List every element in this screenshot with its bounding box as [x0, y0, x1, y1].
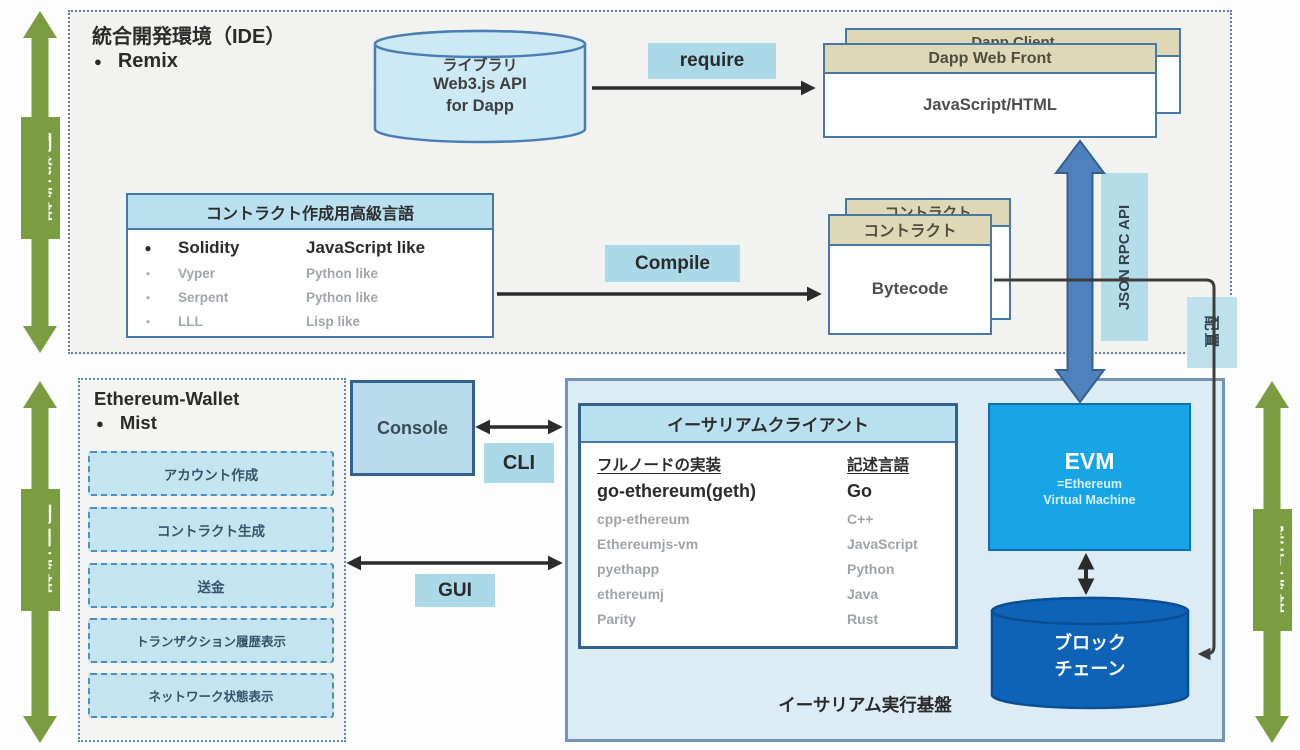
dev-rail-label: 開発基盤 — [21, 117, 60, 239]
bullet-icon: ● — [145, 268, 151, 278]
evm-sub1: =Ethereum — [1057, 476, 1122, 491]
mist-label: Mist — [119, 412, 157, 433]
bytecode-body: Bytecode — [871, 279, 949, 298]
client-row-geth: go-ethereum(geth) Go — [597, 481, 872, 501]
language-row-solidity: ● Solidity JavaScript like — [134, 234, 486, 261]
json-rpc-api-label: JSON RPC API — [1101, 173, 1148, 341]
blockchain-line2: チェーン — [1054, 659, 1126, 679]
wallet-title: Ethereum-Wallet — [94, 388, 240, 409]
languages-title: コントラクト作成用高級言語 — [205, 205, 414, 223]
client-row-py: pyethapp Python — [597, 560, 895, 577]
remix-label: Remix — [117, 50, 178, 72]
dapp-web-front-card: Dapp Web Front JavaScript/HTML — [823, 43, 1157, 138]
client-row-js: Ethereumjs-vm JavaScript — [597, 535, 918, 552]
wallet-button-tx-history: トランザクション履歴表示 — [88, 618, 334, 663]
evm-sub2: Virtual Machine — [1043, 492, 1136, 507]
client-row-cpp: cpp-ethereum C++ — [597, 510, 874, 527]
wallet-button-network-status: ネットワーク状態表示 — [88, 673, 334, 718]
evm-box: EVM =Ethereum Virtual Machine — [988, 403, 1191, 551]
contract-card-stack: コントラクト コントラクト Bytecode — [828, 198, 1013, 340]
client-row-parity: Parity Rust — [597, 610, 879, 627]
cylinder-line1: ライブラリ — [442, 57, 518, 74]
cli-label: CLI — [484, 443, 554, 483]
bullet-icon: ● — [145, 316, 151, 326]
ethereum-client-panel: イーサリアムクライアント フルノードの実装 記述言語 go-ethereum(g… — [578, 403, 958, 649]
mist-bullet-item: ● Mist — [96, 412, 157, 434]
wallet-button-send: 送金 — [88, 563, 334, 608]
language-row-vyper: ● Vyper Python like — [134, 261, 486, 285]
ide-title: 統合開発環境（IDE） — [92, 26, 286, 48]
javascript-html-body: JavaScript/HTML — [923, 95, 1057, 114]
contract-card-front: コントラクト Bytecode — [828, 214, 992, 335]
cylinder-line3: for Dapp — [446, 97, 514, 115]
client-row-java: ethereumj Java — [597, 585, 879, 602]
compile-label: Compile — [605, 245, 740, 282]
bullet-icon: ● — [94, 54, 102, 69]
dapp-web-front-title: Dapp Web Front — [928, 49, 1052, 67]
cylinder-line2: Web3.js API — [433, 75, 527, 93]
wallet-button-create-contract: コントラクト生成 — [88, 507, 334, 552]
contract-front-title: コントラクト — [863, 223, 957, 240]
bullet-icon: ● — [96, 415, 104, 431]
exec-rail-label: 実行基盤 — [1253, 509, 1292, 631]
deploy-label: 配置 — [1187, 297, 1237, 368]
require-label: require — [648, 43, 776, 79]
dapp-card-stack: Dapp Client Dapp Web Front JavaScript/HT… — [823, 28, 1183, 140]
bullet-icon: ● — [144, 240, 152, 255]
language-row-serpent: ● Serpent Python like — [134, 285, 486, 309]
client-title: イーサリアムクライアント — [667, 416, 869, 435]
wallet-button-create-account: アカウント作成 — [88, 451, 334, 496]
evm-title: EVM — [1064, 447, 1115, 474]
console-box: Console — [350, 380, 475, 476]
gui-label: GUI — [415, 574, 495, 607]
execution-caption: イーサリアム実行基盤 — [778, 695, 952, 715]
language-row-lll: ● LLL Lisp like — [134, 309, 486, 333]
remix-bullet-item: ● Remix — [94, 50, 178, 73]
bullet-icon: ● — [145, 292, 151, 302]
blockchain-line1: ブロック — [1054, 633, 1126, 653]
web3-library-cylinder: ライブラリ Web3.js API for Dapp — [368, 28, 592, 146]
contract-languages-panel: コントラクト作成用高級言語 ● Solidity JavaScript like… — [126, 193, 494, 338]
client-col-headers: フルノードの実装 記述言語 — [597, 456, 910, 474]
use-rail-label: 利用基盤 — [21, 489, 60, 611]
